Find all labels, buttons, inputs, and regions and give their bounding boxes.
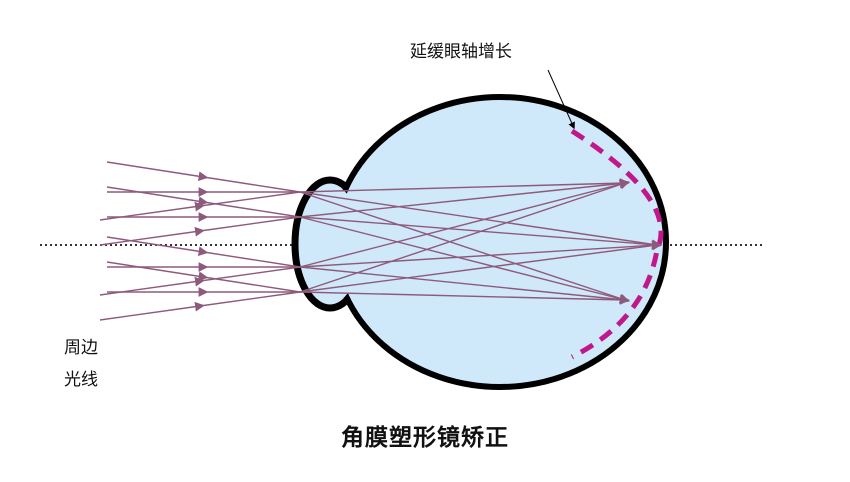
refracted-ray (299, 216, 662, 250)
light-ray (99, 191, 301, 221)
refracted-ray (299, 178, 630, 193)
light-ray (106, 261, 301, 293)
diagram-title: 角膜塑形镜矫正 (341, 425, 509, 451)
refracted-ray (299, 191, 630, 304)
refracted-ray (299, 179, 630, 293)
refracted-ray (299, 266, 630, 305)
refracted-ray (299, 178, 630, 218)
annotation-pointer (547, 69, 575, 130)
peripheral-rays-label-2: 光线 (64, 370, 98, 390)
refracted-ray (299, 179, 630, 268)
refracted-ray (299, 191, 662, 250)
refracted-ray (299, 240, 662, 268)
annotation-label: 延缓眼轴增长 (410, 42, 512, 62)
light-ray (99, 216, 301, 246)
light-rays (99, 161, 662, 321)
light-ray (99, 291, 301, 321)
light-ray (99, 266, 301, 296)
refracted-ray (299, 240, 662, 293)
light-ray (106, 186, 301, 218)
refracted-ray (299, 216, 630, 304)
light-ray (106, 236, 301, 268)
peripheral-rays-label-1: 周边 (64, 338, 98, 358)
light-ray (106, 161, 301, 193)
refracted-ray (299, 291, 630, 305)
